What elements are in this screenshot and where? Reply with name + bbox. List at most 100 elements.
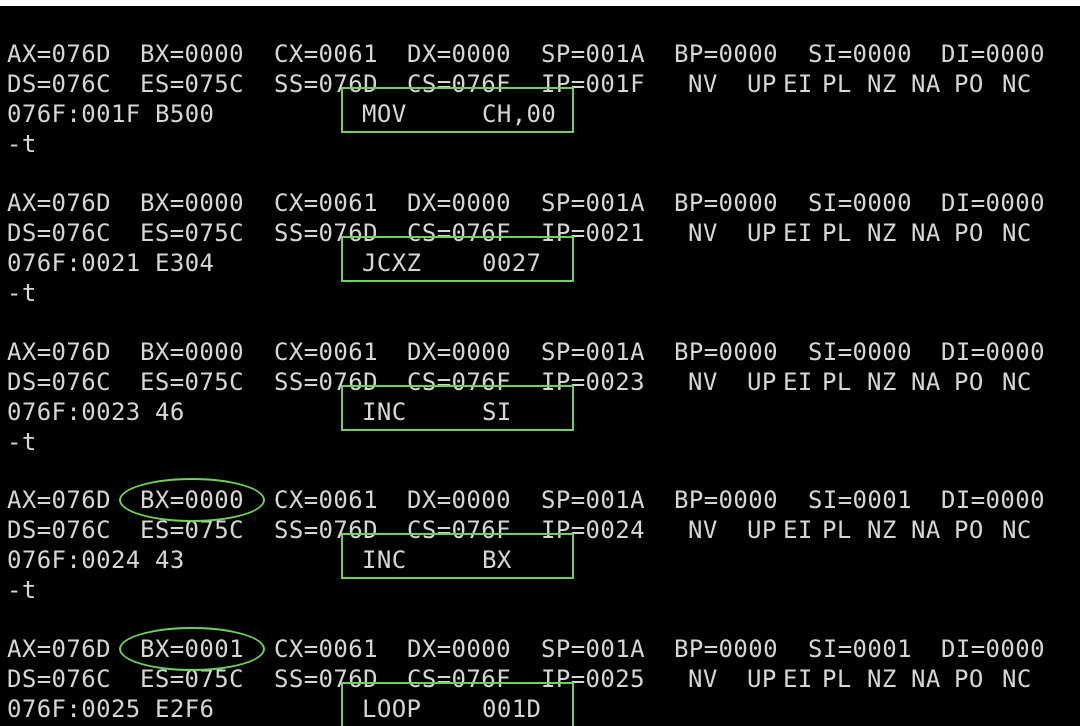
cpu-flag: NZ [867,516,897,544]
instruction-operand: BX [482,546,512,574]
segment-register-value: SS=076D [274,70,378,98]
machine-code-bytes: E304 [155,249,215,277]
register-value: SI=0001 [808,486,912,514]
instruction-operand: 0027 [482,249,542,277]
register-value: DX=0000 [407,635,511,663]
register-value: SP=001A [541,635,645,663]
segment-register-value: CS=076F [407,368,511,396]
machine-code-bytes: E2F6 [155,695,215,723]
trace-command: -t [7,279,37,307]
instruction-operand: CH,00 [482,100,557,128]
segment-register-value: DS=076C [7,70,111,98]
instruction-highlight-box [341,385,574,431]
register-value: CX=0061 [274,189,378,217]
cpu-flag: EI [783,516,813,544]
register-value: DI=0000 [941,189,1045,217]
segment-register-value: SS=076D [274,368,378,396]
register-value: AX=076D [7,486,111,514]
segment-register-value: IP=0024 [541,516,645,544]
segment-register-value: SS=076D [274,219,378,247]
window-top-edge [0,0,1080,6]
bx-highlight-oval [119,627,265,671]
cpu-flag: NV [688,665,718,693]
instruction-address: 076F:0024 [7,546,141,574]
cpu-flag: NV [688,368,718,396]
instruction-address: 076F:0021 [7,249,141,277]
instruction-highlight-box [341,533,574,579]
cpu-flag: PL [822,665,852,693]
cpu-flag: PL [822,219,852,247]
cpu-flag: NV [688,516,718,544]
register-value: AX=076D [7,338,111,366]
segment-register-value: CS=076F [407,665,511,693]
register-value: CX=0061 [274,486,378,514]
instruction-opcode: INC [362,546,407,574]
trace-command: -t [7,576,37,604]
cpu-flag: NV [688,219,718,247]
register-value: BX=0000 [140,189,244,217]
cpu-flag: NC [1002,70,1032,98]
register-value: BX=0000 [140,40,244,68]
register-value: CX=0061 [274,635,378,663]
register-value: BP=0000 [674,635,778,663]
segment-register-value: CS=076F [407,516,511,544]
instruction-opcode: MOV [362,100,407,128]
register-value: BX=0000 [140,338,244,366]
register-value: SI=0000 [808,40,912,68]
instruction-operand: 001D [482,695,542,723]
cpu-flag: UP [747,516,777,544]
cpu-flag: UP [747,368,777,396]
cpu-flag: NZ [867,219,897,247]
instruction-highlight-box [341,236,574,282]
cpu-flag: NA [911,368,941,396]
cpu-flag: PL [822,70,852,98]
cpu-flag: NZ [867,70,897,98]
segment-register-value: DS=076C [7,665,111,693]
register-value: SP=001A [541,189,645,217]
cpu-flag: NC [1002,368,1032,396]
segment-register-value: DS=076C [7,219,111,247]
cpu-flag: NC [1002,219,1032,247]
instruction-opcode: JCXZ [362,249,422,277]
segment-register-value: DS=076C [7,516,111,544]
cpu-flag: NA [911,70,941,98]
cpu-flag: NC [1002,665,1032,693]
register-value: DI=0000 [941,635,1045,663]
cpu-flag: NZ [867,665,897,693]
register-value: SP=001A [541,486,645,514]
trace-command: -t [7,130,37,158]
cpu-flag: PL [822,516,852,544]
register-value: CX=0061 [274,338,378,366]
register-value: CX=0061 [274,40,378,68]
machine-code-bytes: 43 [155,546,185,574]
cpu-flag: NZ [867,368,897,396]
cpu-flag: PL [822,368,852,396]
segment-register-value: IP=0025 [541,665,645,693]
cpu-flag: EI [783,70,813,98]
instruction-highlight-box [341,87,574,133]
cpu-flag: UP [747,665,777,693]
register-value: BP=0000 [674,486,778,514]
instruction-highlight-box [341,682,574,726]
cpu-flag: PO [954,219,984,247]
register-value: SI=0001 [808,635,912,663]
segment-register-value: CS=076F [407,219,511,247]
cpu-flag: PO [954,70,984,98]
cpu-flag: EI [783,665,813,693]
register-value: BP=0000 [674,189,778,217]
register-value: DI=0000 [941,40,1045,68]
register-value: SP=001A [541,338,645,366]
bx-highlight-oval [119,478,265,522]
register-value: SI=0000 [808,189,912,217]
cpu-flag: UP [747,219,777,247]
segment-register-value: IP=001F [541,70,645,98]
segment-register-value: SS=076D [274,516,378,544]
register-value: BP=0000 [674,338,778,366]
cpu-flag: NA [911,516,941,544]
segment-register-value: ES=075C [140,70,244,98]
trace-command: -t [7,428,37,456]
cpu-flag: UP [747,70,777,98]
register-value: BP=0000 [674,40,778,68]
segment-register-value: DS=076C [7,368,111,396]
